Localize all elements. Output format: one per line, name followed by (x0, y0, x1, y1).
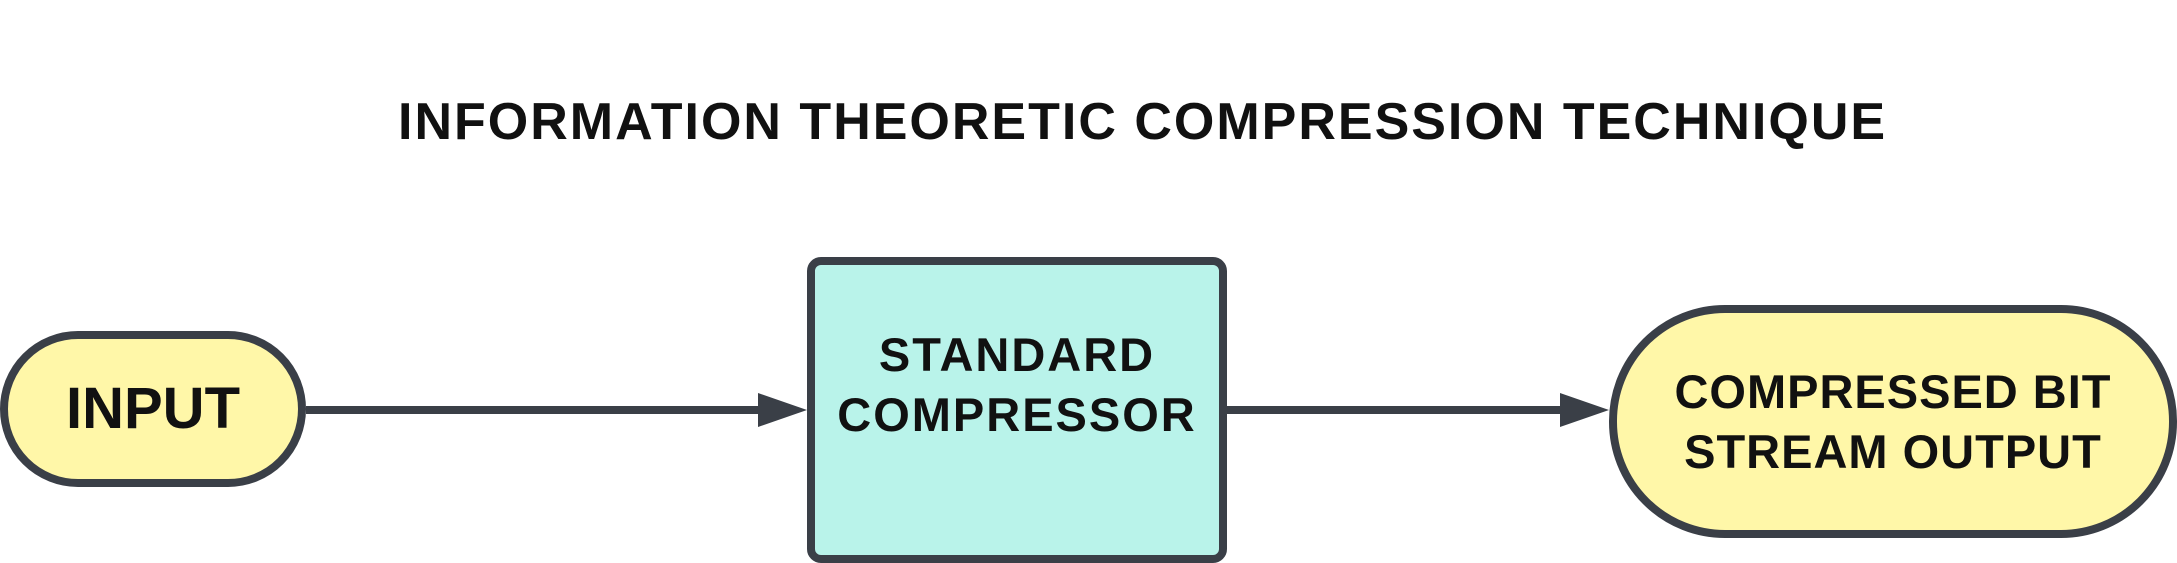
edge-input-to-compressor (306, 393, 807, 427)
diagram-title: INFORMATION THEORETIC COMPRESSION TECHNI… (398, 93, 1888, 151)
edge-compressor-to-output (1227, 393, 1609, 427)
node-standard-compressor: STANDARD COMPRESSOR (807, 257, 1227, 563)
node-input: INPUT (0, 331, 306, 487)
node-compressed-output: COMPRESSED BIT STREAM OUTPUT (1609, 305, 2177, 538)
edge-compressor-to-output-arrowhead (1560, 393, 1609, 427)
edge-input-to-compressor-arrowhead (758, 393, 807, 427)
node-standard-compressor-label: STANDARD COMPRESSOR (837, 328, 1197, 441)
node-compressed-output-label: COMPRESSED BIT STREAM OUTPUT (1674, 364, 2112, 478)
node-input-label: INPUT (66, 376, 240, 441)
